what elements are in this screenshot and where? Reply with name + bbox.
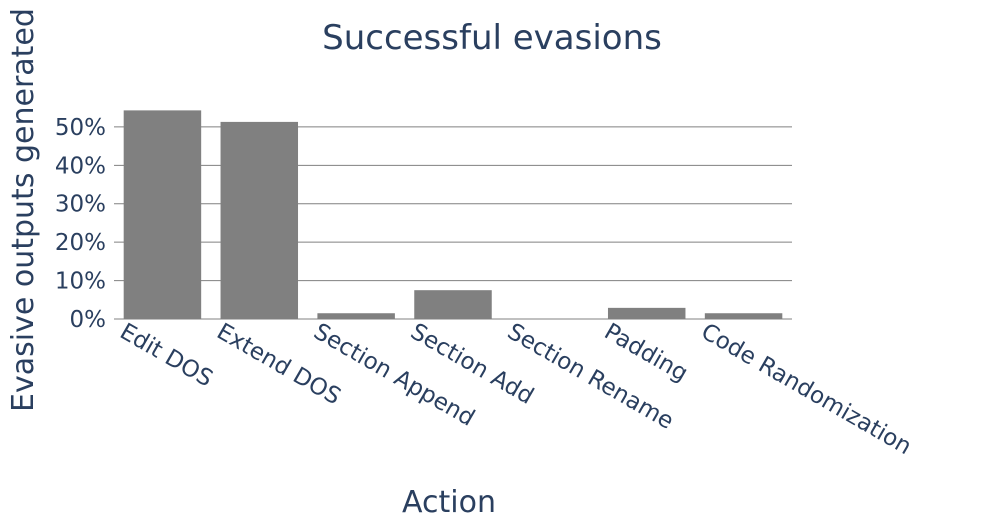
bar	[704, 313, 783, 319]
y-tick-label: 0%	[70, 307, 107, 333]
x-tick-label: Code Randomization	[697, 319, 916, 461]
y-tick-label: 10%	[55, 269, 106, 295]
chart-title: Successful evasions	[322, 18, 662, 58]
x-tick-label: Section Rename	[503, 319, 678, 435]
bar	[511, 318, 589, 320]
bar	[220, 121, 299, 320]
bar	[414, 290, 492, 319]
y-tick-labels: 0% 10% 20% 30% 40% 50%	[55, 115, 106, 333]
bars-layer	[123, 110, 783, 320]
x-tick-label: Section Append	[309, 319, 479, 432]
y-tick-label: 50%	[55, 115, 106, 141]
bar	[317, 313, 395, 319]
y-tick-label: 40%	[55, 153, 106, 179]
y-tick-label: 30%	[55, 192, 106, 218]
x-tick-label: Edit DOS	[115, 319, 217, 393]
x-axis-title: Action	[402, 485, 496, 520]
bar	[607, 307, 686, 319]
y-axis-title: Evasive outputs generated	[6, 8, 41, 412]
y-tick-label: 20%	[55, 230, 106, 256]
bar	[123, 110, 202, 319]
